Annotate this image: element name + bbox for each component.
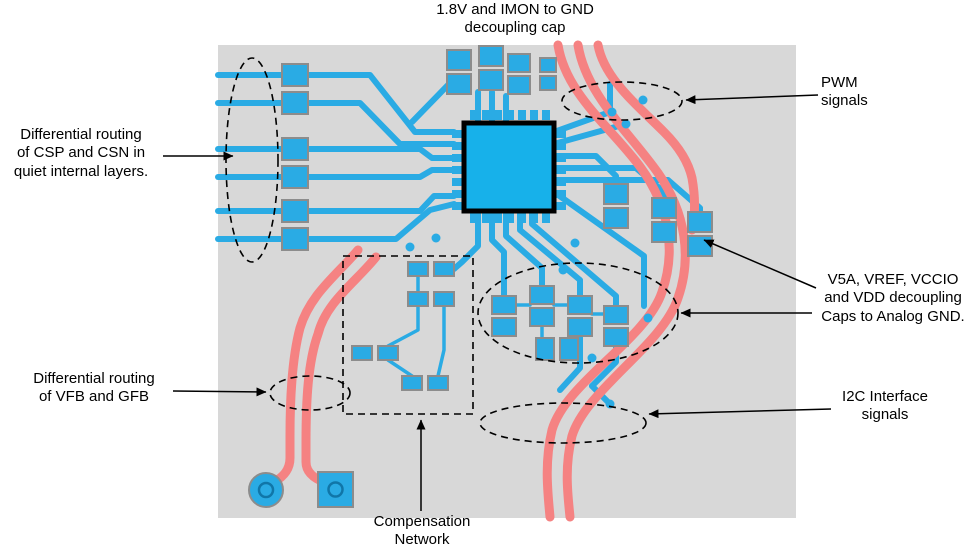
region-compensation-network: [342, 255, 474, 415]
label-csp-csn-routing: Differential routing of CSP and CSN in q…: [13, 126, 149, 180]
callout-arrows: [163, 94, 832, 511]
arrow-i2c: [648, 408, 832, 419]
label-i2c-signals: I2C Interface signals: [842, 388, 928, 424]
arrow-vfb-gfb: [172, 387, 267, 397]
capacitor-pads: [248, 45, 713, 508]
region-decoupling-caps: [477, 262, 679, 364]
blue-traces: [215, 72, 703, 407]
region-i2c: [479, 402, 647, 444]
region-vfb-gfb: [269, 375, 351, 411]
label-pwm-signals: PWM signals: [821, 74, 868, 110]
arrow-pwm: [685, 94, 819, 105]
label-compensation-network: Compensation Network: [373, 513, 471, 549]
testpoint-round-pad: [248, 472, 284, 508]
label-v5a-decoupling: V5A, VREF, VCCIO and VDD decoupling Caps…: [821, 271, 965, 325]
vias: [405, 95, 653, 409]
controller-ic: [461, 120, 557, 214]
ic-pins: [452, 110, 566, 223]
label-decoupling-cap: 1.8V and IMON to GND decoupling cap: [436, 1, 594, 37]
label-vfb-gfb-routing: Differential routing of VFB and GFB: [33, 370, 155, 406]
testpoint-square-pad: [317, 471, 354, 508]
region-pwm: [561, 81, 683, 121]
callout-regions: [225, 57, 683, 444]
arrow-v5a-caps: [703, 239, 817, 289]
